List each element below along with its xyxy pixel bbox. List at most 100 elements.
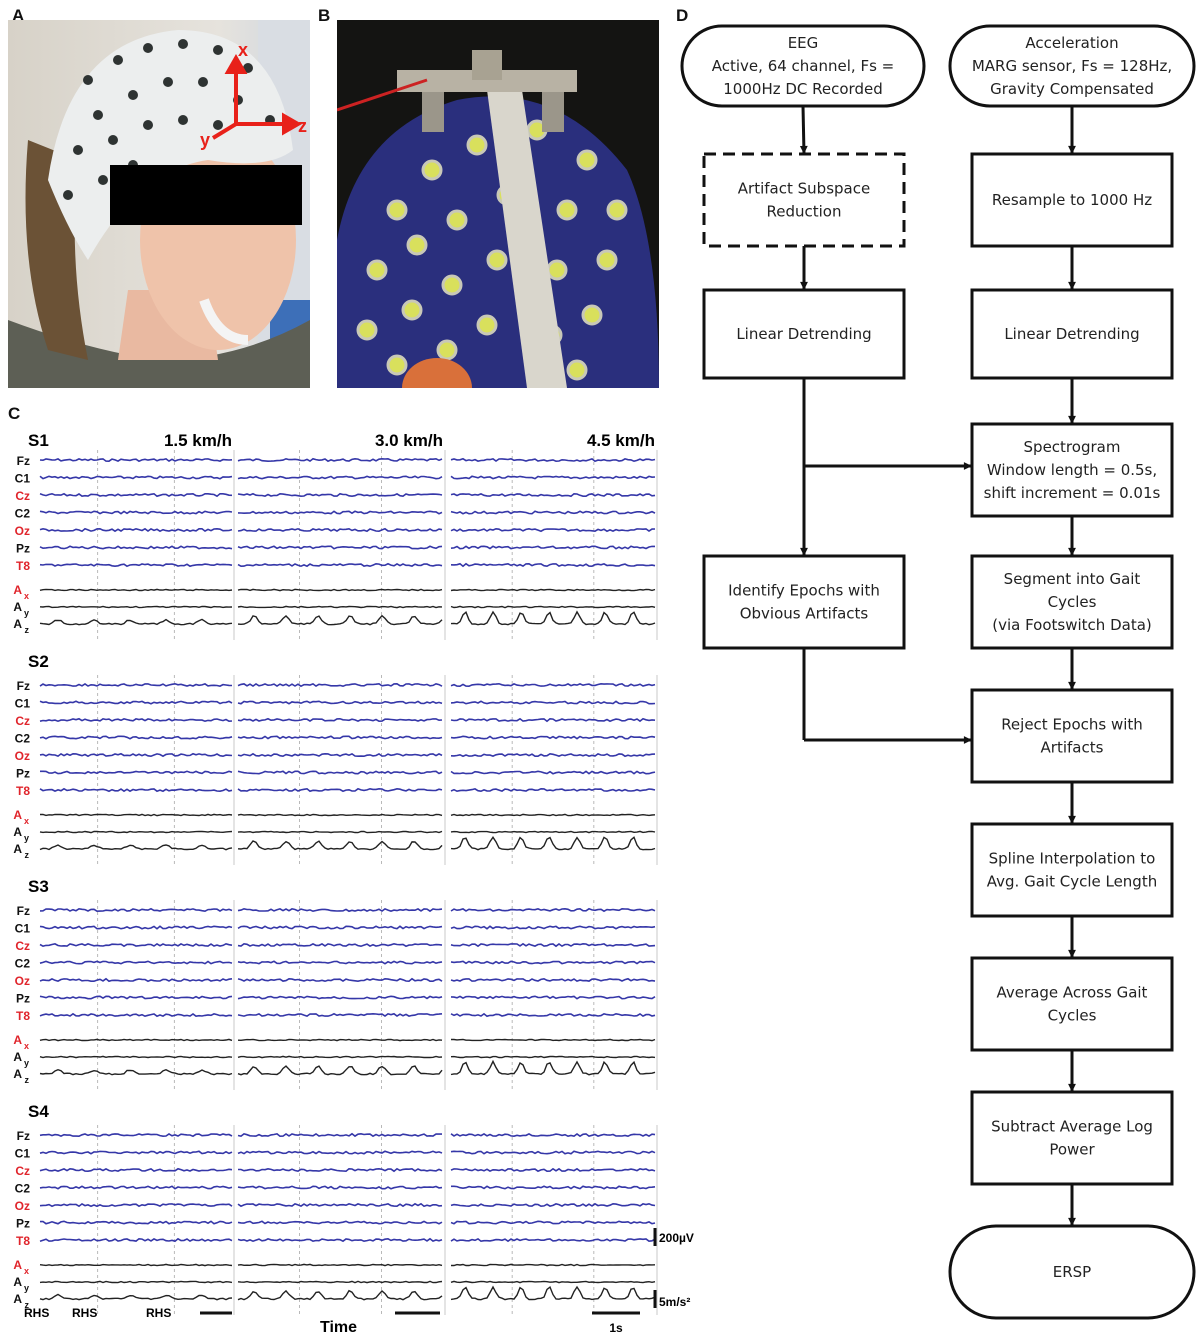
accel-trace bbox=[450, 605, 656, 609]
channel-label: Cz bbox=[15, 714, 30, 728]
accel-label: A bbox=[13, 808, 22, 822]
eeg-trace bbox=[237, 942, 443, 948]
rhs-label: RHS bbox=[72, 1306, 97, 1320]
accel-trace bbox=[450, 1059, 656, 1076]
accel-trace bbox=[237, 588, 443, 592]
accel-trace bbox=[450, 1285, 656, 1301]
accel-label: A bbox=[13, 1275, 22, 1289]
eeg-trace bbox=[39, 752, 233, 758]
photo-cap-sensor bbox=[337, 20, 659, 388]
eeg-trace bbox=[39, 1237, 233, 1243]
flow-node-text: Reduction bbox=[767, 203, 842, 221]
channel-label: Pz bbox=[16, 542, 30, 556]
eeg-trace bbox=[237, 787, 443, 793]
accel-trace bbox=[237, 1289, 443, 1301]
flow-node-shape bbox=[970, 956, 1174, 1052]
arrow-head bbox=[1068, 281, 1076, 290]
accel-trace bbox=[237, 1065, 443, 1076]
channel-label: Pz bbox=[16, 767, 30, 781]
accel-trace bbox=[39, 1280, 233, 1284]
accel-subscript: x bbox=[24, 1266, 29, 1276]
eeg-trace bbox=[39, 1167, 233, 1173]
channel-label: Pz bbox=[16, 1217, 30, 1231]
eeg-trace bbox=[450, 492, 656, 498]
channel-label: Fz bbox=[17, 454, 30, 468]
eeg-trace bbox=[39, 787, 233, 793]
accel-subscript: z bbox=[25, 1300, 30, 1310]
flow-node-text: Identify Epochs with bbox=[728, 582, 880, 600]
channel-label: Oz bbox=[15, 1199, 30, 1213]
accel-subscript: y bbox=[24, 608, 29, 618]
accel-trace bbox=[39, 618, 233, 626]
speed-label: 1.5 km/h bbox=[164, 431, 232, 450]
eeg-trace bbox=[237, 545, 443, 550]
flow-node-shape bbox=[680, 24, 926, 108]
eeg-trace bbox=[40, 770, 233, 775]
eeg-trace bbox=[39, 700, 233, 705]
flow-node-text: (via Footswitch Data) bbox=[992, 616, 1152, 634]
arrow-head bbox=[1068, 815, 1076, 824]
eeg-trace bbox=[450, 545, 655, 550]
accel-trace bbox=[450, 588, 656, 592]
channel-label: C2 bbox=[15, 957, 31, 971]
eeg-trace bbox=[238, 1167, 443, 1173]
flow-node-text: 1000Hz DC Recorded bbox=[723, 80, 882, 98]
eeg-trace bbox=[237, 562, 443, 568]
eeg-trace bbox=[39, 995, 233, 1000]
accel-trace bbox=[450, 610, 656, 626]
flow-node-detrend-right: Linear Detrending bbox=[970, 288, 1174, 380]
eeg-trace bbox=[450, 700, 656, 705]
eeg-trace bbox=[450, 735, 656, 740]
voltage-scale-label: 200µV bbox=[659, 1231, 694, 1245]
flow-node-shape bbox=[948, 1224, 1196, 1320]
flow-node-text: Average Across Gait bbox=[997, 984, 1148, 1002]
accel-trace bbox=[237, 840, 443, 851]
accel-subscript: z bbox=[25, 625, 30, 635]
eeg-trace bbox=[237, 492, 443, 498]
time-axis-label: Time bbox=[320, 1319, 357, 1336]
eeg-trace bbox=[39, 1133, 233, 1138]
subject-label: S4 bbox=[28, 1102, 49, 1121]
eeg-trace bbox=[237, 527, 443, 533]
eeg-trace bbox=[450, 1237, 656, 1243]
channel-label: C1 bbox=[15, 472, 31, 486]
accel-label: A bbox=[13, 1292, 22, 1306]
eeg-trace bbox=[450, 1132, 656, 1138]
channel-label: C2 bbox=[15, 507, 31, 521]
accel-trace bbox=[237, 605, 443, 609]
accel-label: A bbox=[13, 1258, 22, 1272]
flow-node-text: MARG sensor, Fs = 128Hz, bbox=[972, 57, 1172, 75]
accel-subscript: y bbox=[24, 1058, 29, 1068]
eeg-trace bbox=[237, 907, 443, 913]
flow-node-shape bbox=[702, 288, 906, 380]
flow-node-text: Acceleration bbox=[1025, 34, 1118, 52]
flow-node-text: Spline Interpolation to bbox=[989, 850, 1156, 868]
accel-trace bbox=[39, 588, 233, 592]
flow-node-resample: Resample to 1000 Hz bbox=[970, 152, 1174, 248]
eeg-trace bbox=[237, 770, 443, 775]
arrow-head bbox=[1068, 415, 1076, 424]
eeg-trace bbox=[237, 1220, 443, 1225]
flow-node-shape bbox=[970, 422, 1174, 518]
accel-subscript: y bbox=[24, 833, 29, 843]
accel-subscript: x bbox=[24, 1041, 29, 1051]
accel-trace bbox=[39, 1038, 233, 1042]
accel-trace bbox=[237, 830, 443, 834]
channel-label: C1 bbox=[15, 922, 31, 936]
eeg-trace bbox=[450, 787, 656, 793]
flow-node-shape bbox=[970, 288, 1174, 380]
accel-label: A bbox=[13, 1050, 22, 1064]
flow-node-text: Active, 64 channel, Fs = bbox=[712, 57, 894, 75]
channel-label: T8 bbox=[16, 1009, 30, 1023]
panel-label-d: D bbox=[676, 6, 689, 25]
eeg-trace bbox=[450, 770, 656, 775]
arrow-head bbox=[800, 281, 808, 290]
eeg-trace bbox=[237, 995, 443, 1000]
accel-subscript: x bbox=[24, 816, 29, 826]
flow-node-text: Artifacts bbox=[1041, 739, 1104, 757]
eeg-trace bbox=[39, 1202, 233, 1208]
